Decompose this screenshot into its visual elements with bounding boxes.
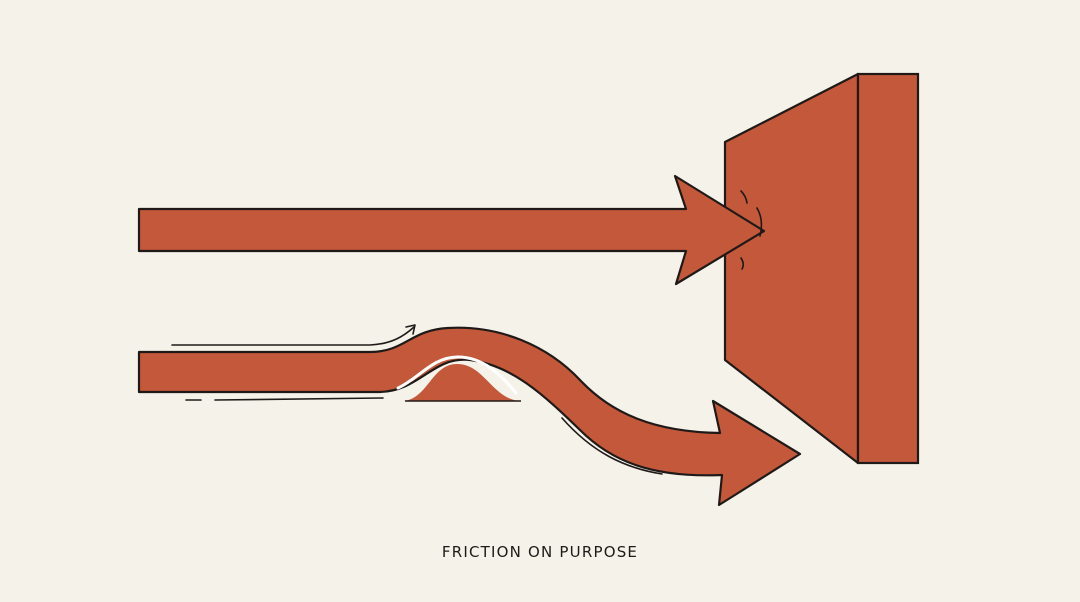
curved-arrow-icon <box>137 326 802 507</box>
diagram-caption: FRICTION ON PURPOSE <box>441 543 639 561</box>
motion-arrow-line <box>171 326 415 346</box>
ground-dash-left-2 <box>214 397 384 401</box>
motion-line-under <box>561 417 663 475</box>
straight-arrow-icon <box>137 174 766 286</box>
impact-mark-middle <box>756 207 763 237</box>
motion-arrow-icon <box>171 324 416 346</box>
bump-shape <box>404 364 519 401</box>
straight-arrow-shape <box>137 174 766 286</box>
bump-highlight <box>396 355 518 395</box>
wall-front-face <box>856 72 920 465</box>
wall-side-face <box>723 72 860 465</box>
curved-arrow-shape <box>137 326 802 507</box>
wall-icon <box>723 72 920 465</box>
bump-icon <box>185 364 521 402</box>
impact-mark-bottom <box>740 257 745 270</box>
impact-mark-top <box>740 190 748 204</box>
motion-arrow-head <box>405 324 416 335</box>
